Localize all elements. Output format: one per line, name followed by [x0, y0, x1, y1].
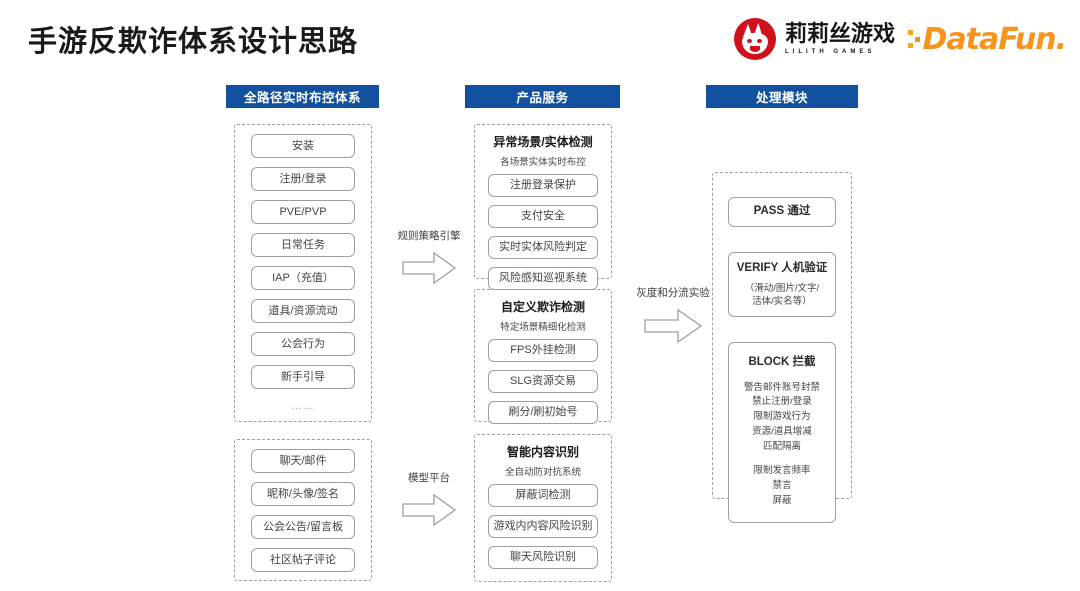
group-title: 智能内容识别 [506, 445, 579, 459]
node-block[interactable]: BLOCK 拦截 警告邮件账号封禁 禁止注册/登录 限制游戏行为 资源/道具增减… [728, 342, 836, 524]
lilith-name-cn: 莉莉丝游戏 [785, 21, 896, 46]
node-payment-security[interactable]: 支付安全 [488, 205, 598, 228]
group-custom-fraud-detection: 自定义欺诈检测 特定场景精细化检测 FPS外挂检测 SLG资源交易 刷分/刷初始… [474, 289, 612, 424]
block-line-warning-ban: 警告邮件账号封禁 [743, 381, 820, 393]
node-score-farming[interactable]: 刷分/刷初始号 [488, 401, 598, 424]
lilith-name-en: LILITH GAMES [785, 49, 876, 55]
arrow-label: 规则策略引擎 [397, 230, 461, 242]
arrow-gray-release-experiment: 灰度和分流实验 [618, 285, 728, 344]
brand-bar: 莉莉丝游戏 LILITH GAMES DataFun. [734, 18, 1067, 60]
arrow-model-platform: 模型平台 [381, 470, 477, 527]
block-line-shield: 屏蔽 [772, 494, 792, 506]
node-item-resource-flow[interactable]: 道具/资源流动 [251, 299, 355, 323]
column-header-handling-module: 处理模块 [706, 85, 858, 108]
group-subtitle: 全自动防对抗系统 [504, 467, 581, 478]
node-verify-sub-line2: 活体/实名等） [752, 295, 812, 307]
node-pve-pvp[interactable]: PVE/PVP [251, 200, 355, 224]
right-arrow-icon [402, 493, 457, 527]
node-fps-cheat-detection[interactable]: FPS外挂检测 [488, 339, 598, 362]
block-line-limit-speech-rate: 限制发言频率 [753, 465, 811, 477]
node-register-login[interactable]: 注册/登录 [251, 167, 355, 191]
node-guild-announcement-board[interactable]: 公会公告/留言板 [251, 515, 355, 539]
arrow-label: 模型平台 [408, 472, 450, 484]
right-arrow-icon [402, 251, 457, 285]
node-pass[interactable]: PASS 通过 [728, 197, 836, 227]
group-title: 异常场景/实体检测 [493, 135, 593, 149]
datafun-logo: DataFun. [908, 21, 1067, 57]
lilith-demon-head-icon [734, 18, 777, 60]
node-blocked-word-detection[interactable]: 屏蔽词检测 [488, 484, 598, 507]
block-line-limit-game-behavior: 限制游戏行为 [753, 411, 811, 423]
node-block-title: BLOCK 拦截 [748, 356, 816, 369]
node-chat-risk-recognition[interactable]: 聊天风险识别 [488, 546, 598, 569]
node-verify-title: VERIFY 人机验证 [736, 262, 828, 274]
lilith-wordmark: 莉莉丝游戏 LILITH GAMES [785, 21, 896, 56]
arrow-label: 灰度和分流实验 [636, 287, 710, 299]
node-chat-mail[interactable]: 聊天/邮件 [251, 449, 355, 473]
block-line-match-isolation: 匹配隔离 [762, 440, 801, 452]
node-verify-sub-line1: （滑动/图片/文字/ [744, 282, 820, 294]
page-title: 手游反欺诈体系设计思路 [28, 26, 359, 58]
column-header-product-service: 产品服务 [465, 85, 620, 108]
datafun-dots-icon [908, 30, 920, 48]
node-newbie-guide[interactable]: 新手引导 [251, 365, 355, 389]
block-line-forbid-register-login: 禁止注册/登录 [752, 396, 812, 408]
right-arrow-icon [644, 308, 703, 344]
node-guild-behavior[interactable]: 公会行为 [251, 332, 355, 356]
node-install[interactable]: 安装 [251, 134, 355, 158]
group-ugc-channels: 聊天/邮件 昵称/头像/签名 公会公告/留言板 社区帖子评论 [234, 439, 372, 581]
arrow-rule-policy-engine: 规则策略引擎 [381, 228, 477, 285]
group-smart-content-recognition: 智能内容识别 全自动防对抗系统 屏蔽词检测 游戏内内容风险识别 聊天风险识别 [474, 434, 612, 582]
group-gameplay-scenarios: 安装 注册/登录 PVE/PVP 日常任务 IAP（充值） 道具/资源流动 公会… [234, 124, 372, 422]
column-header-realtime-control: 全路径实时布控体系 [226, 85, 379, 108]
group-ellipsis: …… [291, 400, 315, 412]
node-ingame-content-risk[interactable]: 游戏内内容风险识别 [488, 515, 598, 538]
block-line-resource-item-adjust: 资源/道具增减 [752, 425, 812, 437]
group-anomaly-entity-detection: 异常场景/实体检测 各场景实体实时布控 注册登录保护 支付安全 实时实体风险判定… [474, 124, 612, 290]
group-title: 自定义欺诈检测 [500, 300, 585, 314]
node-register-login-protection[interactable]: 注册登录保护 [488, 174, 598, 197]
node-community-post-comment[interactable]: 社区帖子评论 [251, 548, 355, 572]
node-daily-task[interactable]: 日常任务 [251, 233, 355, 257]
group-handling-actions: PASS 通过 VERIFY 人机验证 （滑动/图片/文字/ 活体/实名等） B… [712, 172, 852, 524]
datafun-wordmark: DataFun. [922, 21, 1067, 57]
node-slg-resource-trade[interactable]: SLG资源交易 [488, 370, 598, 393]
block-line-mute: 禁言 [772, 479, 792, 491]
node-risk-patrol-system[interactable]: 风险感知巡视系统 [488, 267, 598, 290]
group-subtitle: 各场景实体实时布控 [500, 157, 586, 168]
node-iap[interactable]: IAP（充值） [251, 266, 355, 290]
group-subtitle: 特定场景精细化检测 [500, 322, 586, 333]
node-verify[interactable]: VERIFY 人机验证 （滑动/图片/文字/ 活体/实名等） [728, 252, 836, 318]
node-realtime-entity-risk[interactable]: 实时实体风险判定 [488, 236, 598, 259]
node-nickname-avatar-signature[interactable]: 昵称/头像/签名 [251, 482, 355, 506]
